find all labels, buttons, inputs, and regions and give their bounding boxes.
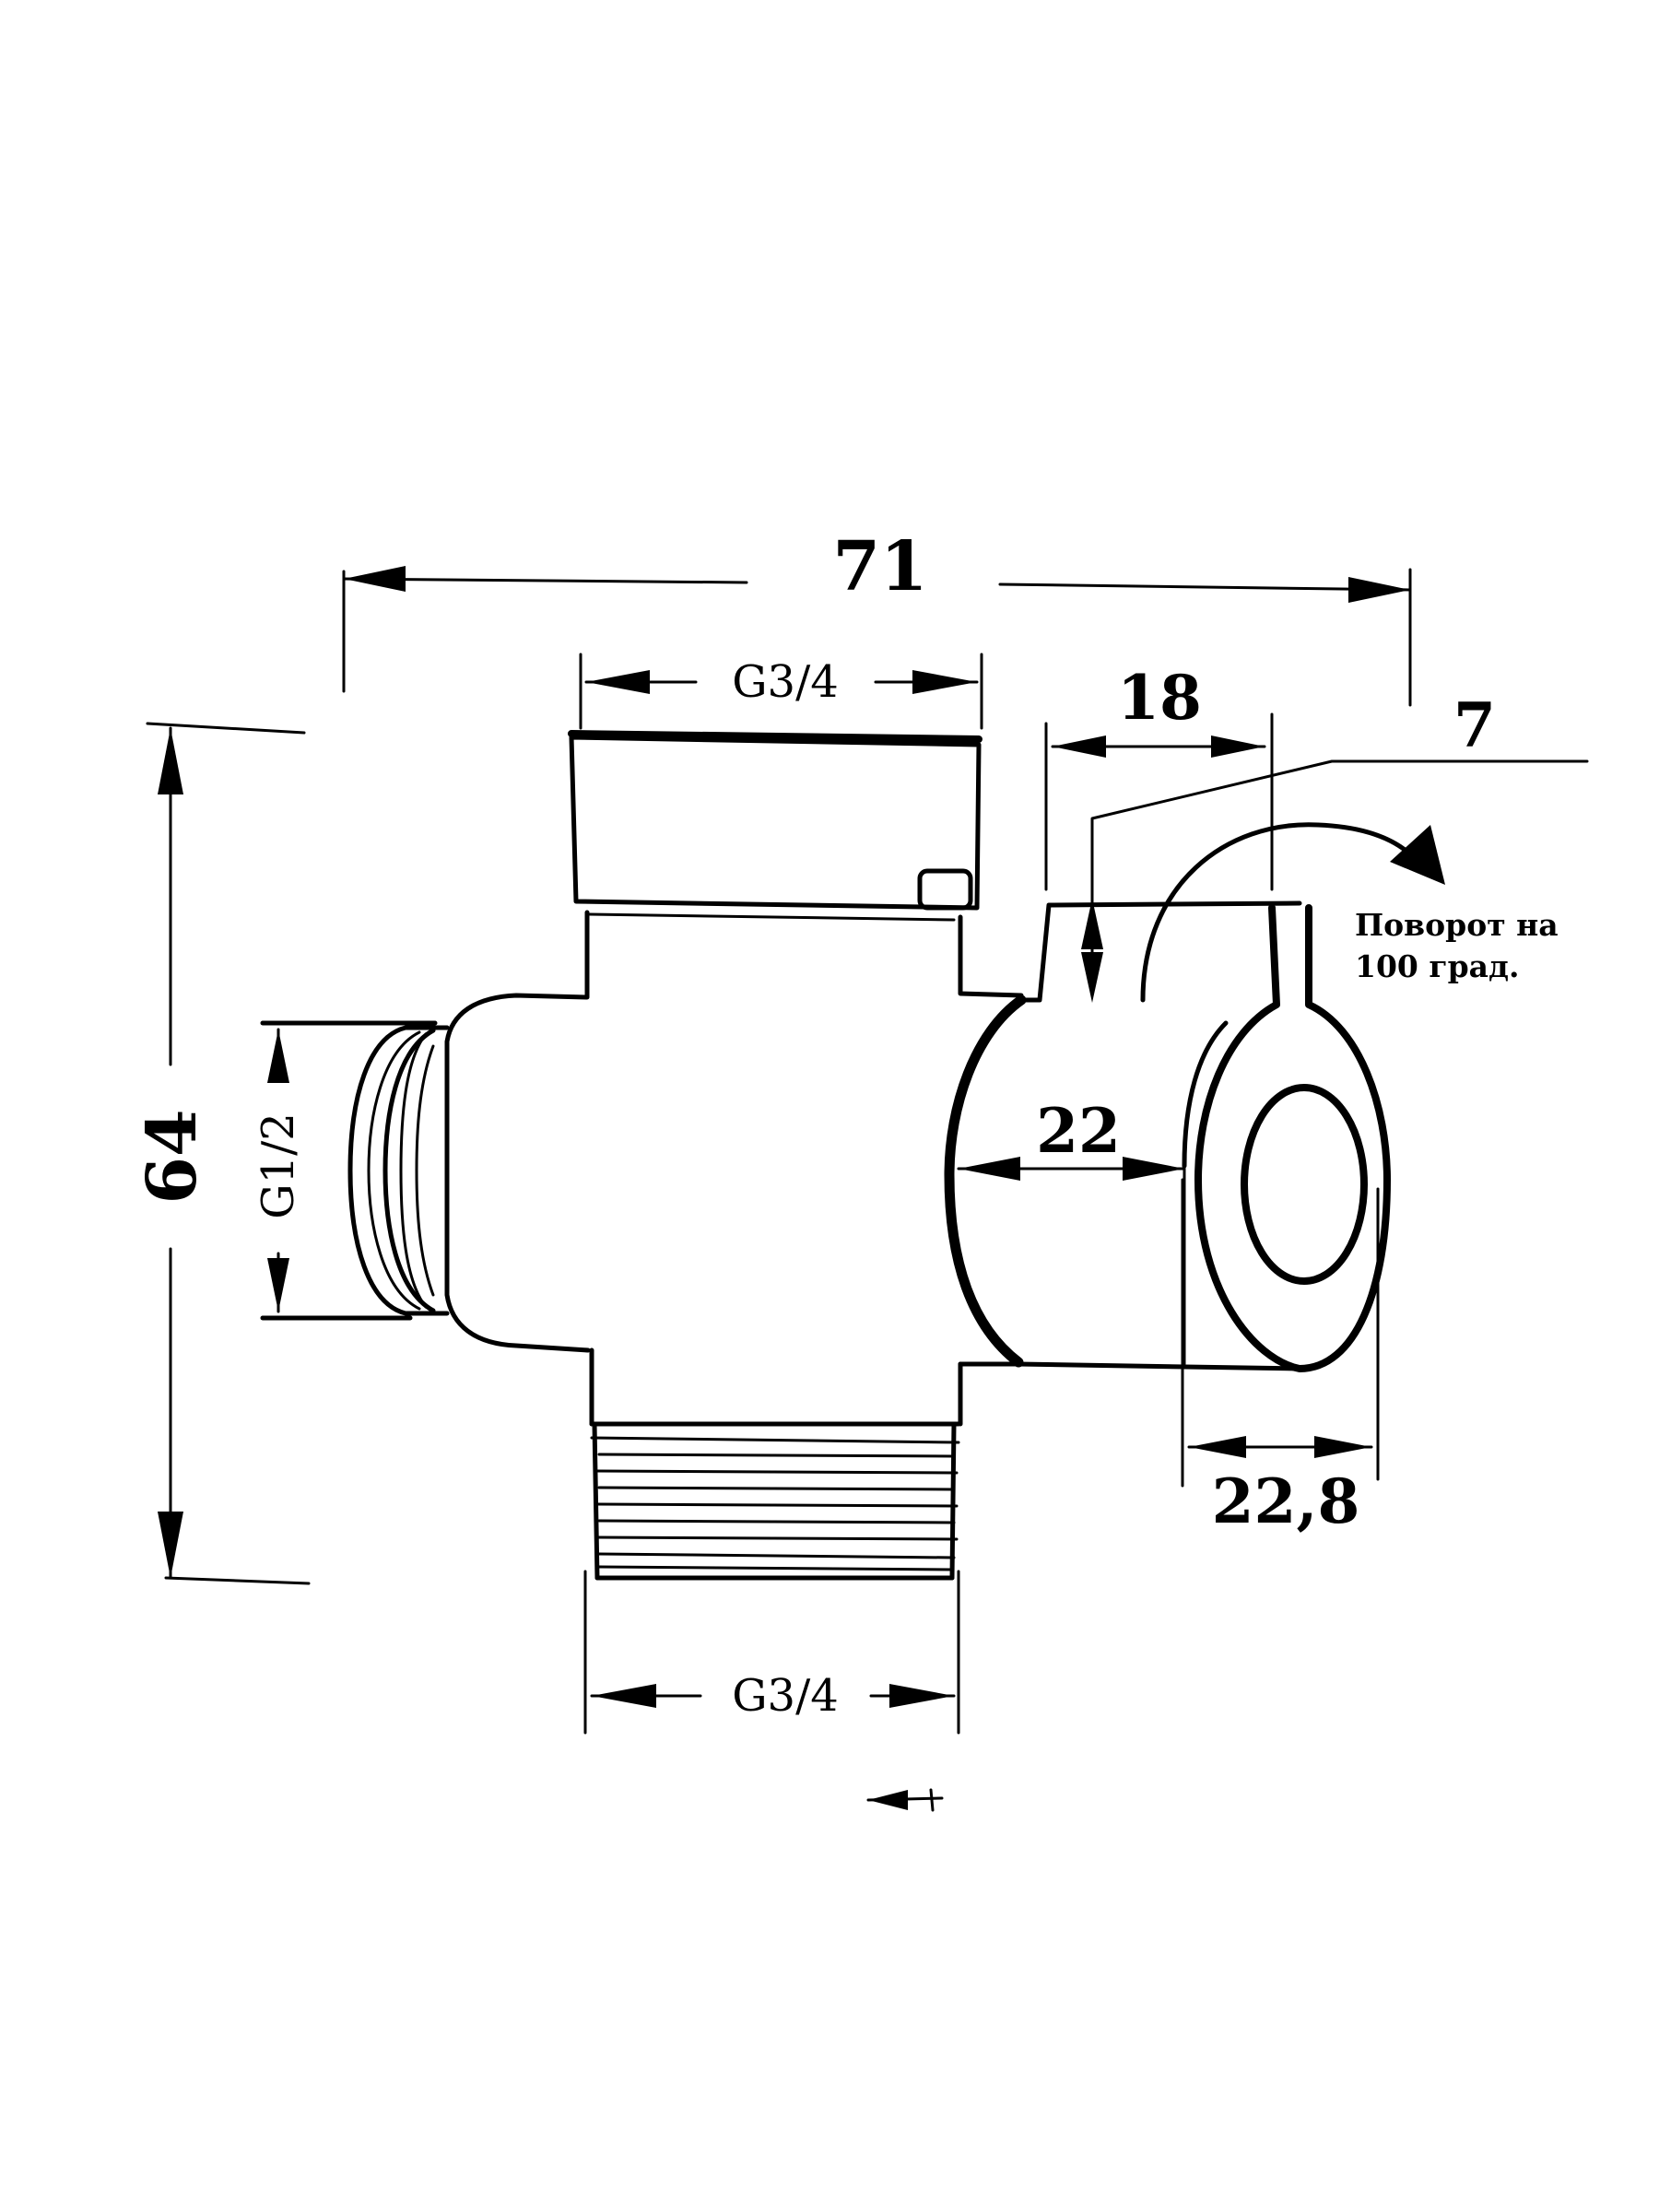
dimension-overall-width: 71: [342, 527, 1412, 707]
dimension-lever-width: 18: [1044, 662, 1274, 891]
dimension-bottom-thread: G3/4: [583, 1570, 960, 1735]
dim-knob-depth-label: 22: [1036, 1095, 1121, 1167]
knob-ring: [1194, 904, 1391, 1372]
valve-body: [347, 730, 1391, 1581]
dim-bottom-thread-label: G3/4: [732, 1670, 839, 1722]
rotation-annotation: Поворот на 100 град.: [1140, 822, 1559, 1003]
dimension-side-thread: G1/2: [253, 1020, 438, 1321]
dim-top-thread-label: G3/4: [732, 656, 839, 708]
stray-arrow-mark: [866, 1788, 944, 1812]
rotation-note-line1: Поворот на: [1355, 907, 1559, 943]
dim-overall-width-label: 71: [833, 527, 928, 606]
knob-bore: [1241, 1084, 1368, 1285]
dimension-knob-depth: 22: [957, 1095, 1186, 1181]
dim-knob-width-label: 22,8: [1212, 1465, 1360, 1537]
rotation-note-line2: 100 град.: [1355, 948, 1520, 984]
knob-housing: [944, 900, 1391, 1372]
dimension-top-thread: G3/4: [579, 653, 983, 730]
rotation-arrow-head: [1390, 825, 1445, 885]
dim-lever-width-label: 18: [1117, 662, 1202, 734]
dim-lever-offset-label: 7: [1453, 689, 1496, 761]
dim-overall-height-label: 64: [133, 1110, 212, 1205]
bottom-thread: [589, 1421, 961, 1581]
dim-side-thread-label: G1/2: [253, 1112, 304, 1219]
top-nut: [568, 730, 982, 922]
dimension-knob-width: 22,8: [1181, 1178, 1380, 1537]
side-thread-boss: [347, 1025, 450, 1316]
dimension-overall-height: 64: [133, 722, 311, 1585]
